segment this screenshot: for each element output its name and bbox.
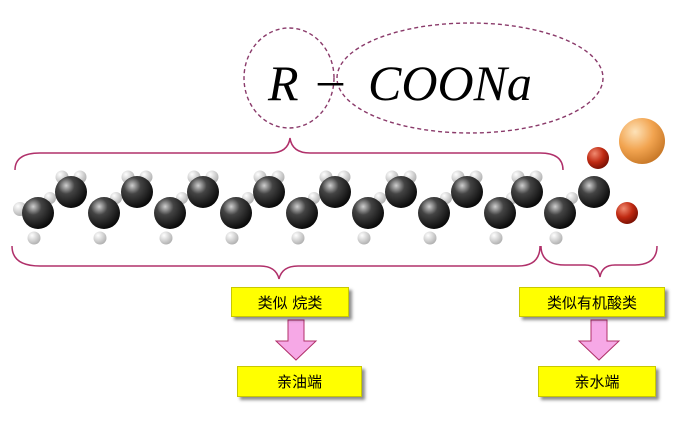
tail-top-brace <box>14 137 564 171</box>
hydrogen-atom <box>27 231 41 245</box>
carbon-atom <box>253 176 285 208</box>
hydrogen-atom <box>423 231 437 245</box>
carbon-atom <box>352 197 384 229</box>
formula-head-group: COONa <box>368 55 532 111</box>
hydrogen-atom <box>159 231 173 245</box>
oxygen-atom <box>587 147 609 169</box>
hydrogen-atom <box>549 231 563 245</box>
hydrogen-atom <box>225 231 239 245</box>
tail-class-label: 类似 烷类 <box>231 287 349 317</box>
r-group-circle <box>243 27 335 129</box>
carbon-atom <box>220 197 252 229</box>
carbon-atom <box>88 197 120 229</box>
carbon-atom <box>22 197 54 229</box>
carbon-atom <box>121 176 153 208</box>
carbon-atom <box>154 197 186 229</box>
carbon-atom <box>286 197 318 229</box>
formula-dash: – <box>318 51 343 107</box>
carbon-atom <box>544 197 576 229</box>
tail-bottom-brace <box>11 245 541 280</box>
carbon-atom <box>451 176 483 208</box>
carbon-atom <box>418 197 450 229</box>
carbon-atom <box>511 176 543 208</box>
carbon-atom <box>55 176 87 208</box>
sodium-atom <box>619 118 665 164</box>
hydrogen-atom <box>291 231 305 245</box>
head-bottom-brace <box>540 245 658 278</box>
head-arrow <box>577 319 621 361</box>
hydrogen-atom <box>357 231 371 245</box>
carboxylate-molecule <box>13 118 665 245</box>
head-class-label: 类似有机酸类 <box>519 287 665 317</box>
carbon-atom <box>578 176 610 208</box>
tail-arrow <box>274 319 318 361</box>
carbon-atom <box>484 197 516 229</box>
carbon-atom <box>187 176 219 208</box>
hydrogen-atom <box>93 231 107 245</box>
carbon-atom <box>385 176 417 208</box>
head-group-circle <box>336 22 604 134</box>
carbon-atom <box>319 176 351 208</box>
oxygen-atom <box>616 202 638 224</box>
lipophilic-end-label: 亲油端 <box>237 366 362 397</box>
hydrogen-atom <box>489 231 503 245</box>
formula-r-group: R <box>268 55 299 111</box>
hydrophilic-end-label: 亲水端 <box>538 366 656 397</box>
